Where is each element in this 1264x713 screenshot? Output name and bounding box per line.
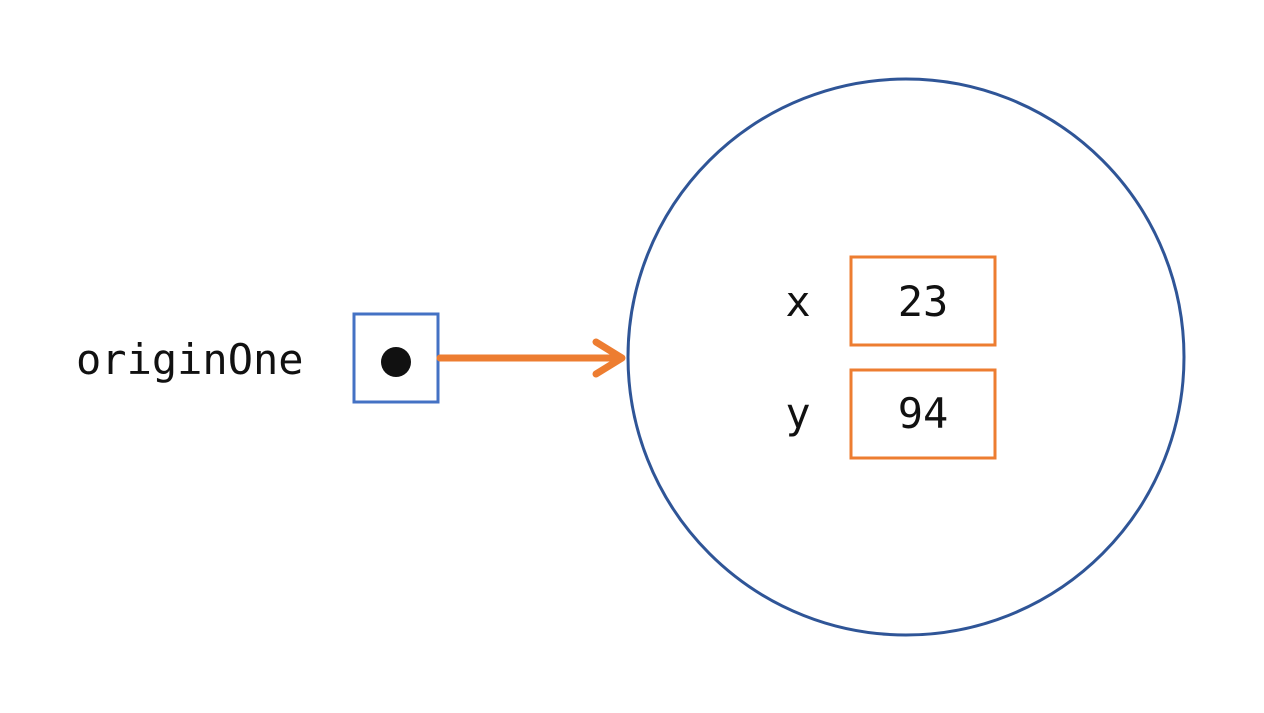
field-value: 94: [898, 389, 949, 438]
field-name-label: x: [785, 277, 810, 326]
field-value: 23: [898, 277, 949, 326]
object-field-x: x 23: [785, 255, 997, 347]
variable-name-label: originOne: [76, 335, 304, 384]
filled-circle-icon: [381, 347, 411, 377]
field-name-label: y: [785, 389, 810, 438]
field-value-box: [849, 255, 997, 347]
object-field-y: y 94: [785, 368, 997, 460]
field-value-box: [849, 368, 997, 460]
object-circle: [626, 77, 1186, 637]
arrow-right-icon: [436, 338, 626, 378]
